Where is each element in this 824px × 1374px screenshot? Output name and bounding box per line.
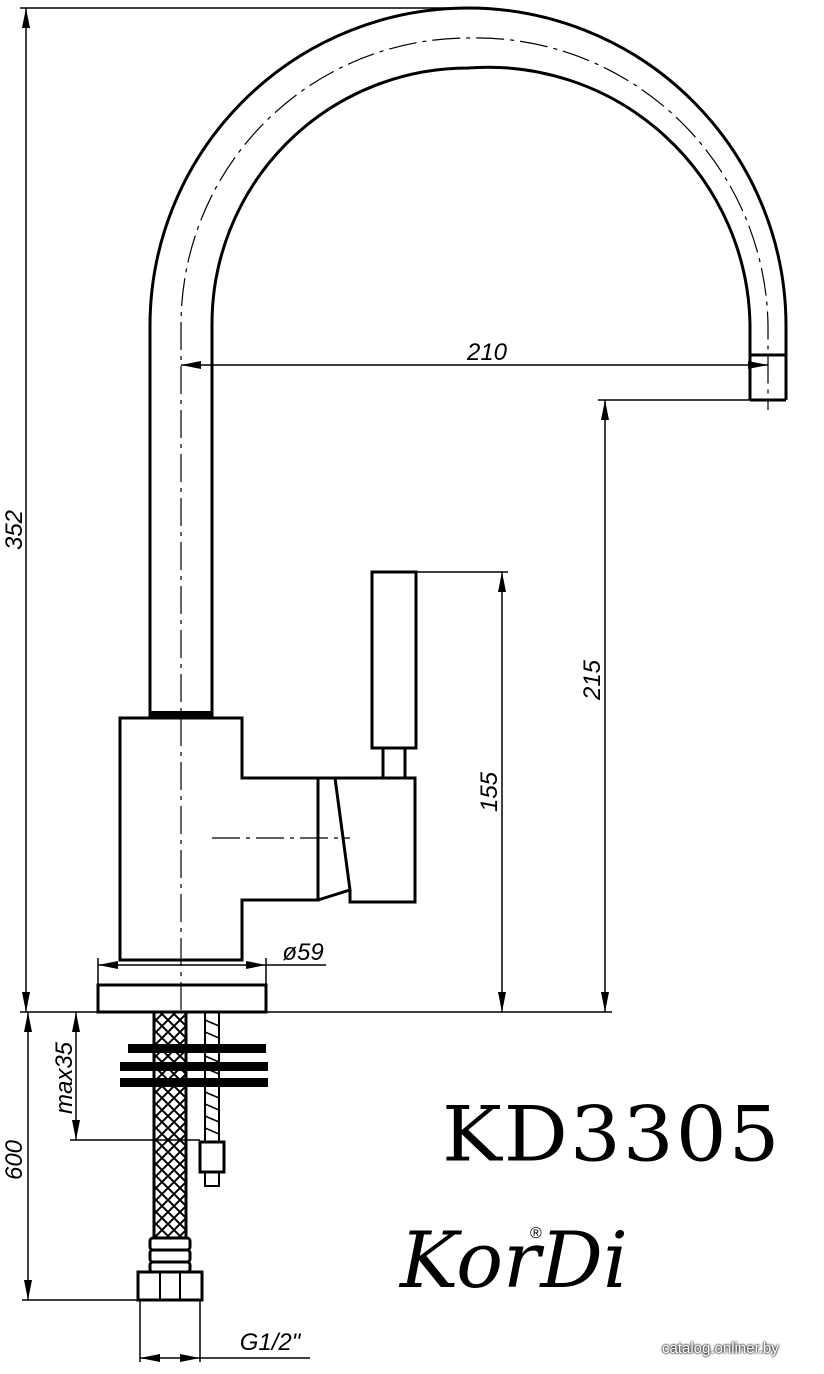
faucet-body: [96, 570, 418, 1014]
stud-nut: [198, 1140, 226, 1174]
dim-600-arrow-bottom: [24, 1280, 32, 1300]
hose-ferrule-2: [148, 1248, 192, 1264]
handle-stem: [381, 746, 407, 780]
body-outline: [118, 716, 320, 962]
label-215: 215: [579, 659, 606, 701]
label-g12: G1/2": [240, 1329, 302, 1356]
stud-rod: [204, 1011, 220, 1143]
spout-centerline: [180, 37, 769, 1010]
dim-59-arrow-right: [246, 961, 266, 969]
dim-352-arrow-top: [22, 8, 30, 28]
label-600: 600: [1, 1139, 28, 1180]
washer-2: [120, 1062, 268, 1071]
dimension-lines: [20, 7, 768, 1362]
spout: [148, 6, 788, 1010]
spout-inner-line: [210, 65, 752, 718]
base-plate: [96, 983, 268, 1014]
dim-155-arrow-bottom: [498, 992, 506, 1012]
brand-logo: KorDi: [400, 1216, 628, 1306]
washer-1: [128, 1044, 266, 1053]
supply-hose: [136, 1010, 204, 1302]
dim-155-arrow-top: [498, 572, 506, 592]
stud-thread: [204, 1019, 220, 1135]
dim-g12-arrow-left: [140, 1354, 160, 1362]
dim-210-arrow-right: [748, 361, 768, 369]
hose-nut: [136, 1270, 204, 1302]
dim-210-arrow-left: [181, 361, 201, 369]
dim-352-arrow-bottom: [22, 992, 30, 1012]
label-155: 155: [476, 771, 503, 812]
registered-mark: ®: [530, 1225, 542, 1242]
dim-600-arrow-top: [24, 1012, 32, 1032]
mounting-stud: [198, 1011, 226, 1187]
cartridge-neck: [317, 776, 352, 902]
dim-max35-arrow-bottom: [72, 1120, 80, 1140]
label-352: 352: [1, 510, 28, 550]
hose-ferrule-1: [148, 1236, 192, 1252]
dim-215-arrow-bottom: [601, 992, 609, 1012]
label-210: 210: [466, 339, 508, 366]
dim-max35-arrow-top: [72, 1012, 80, 1032]
handle-housing: [335, 776, 417, 904]
dimension-labels: 352 210 215 155 ø59 max35 600 G1/2": [1, 339, 606, 1356]
label-59: ø59: [282, 939, 323, 966]
dim-215-arrow-top: [601, 400, 609, 420]
dim-59-arrow-left: [98, 961, 118, 969]
dim-g12-arrow-right: [180, 1354, 200, 1362]
stud-tail: [204, 1171, 220, 1187]
washer-3: [120, 1078, 268, 1087]
mounting-washers: [120, 1044, 268, 1087]
model-number: KD3305: [442, 1090, 782, 1179]
label-max35: max35: [51, 1041, 78, 1114]
handle-lever: [370, 570, 418, 750]
watermark: catalog.onliner.by: [662, 1340, 779, 1357]
